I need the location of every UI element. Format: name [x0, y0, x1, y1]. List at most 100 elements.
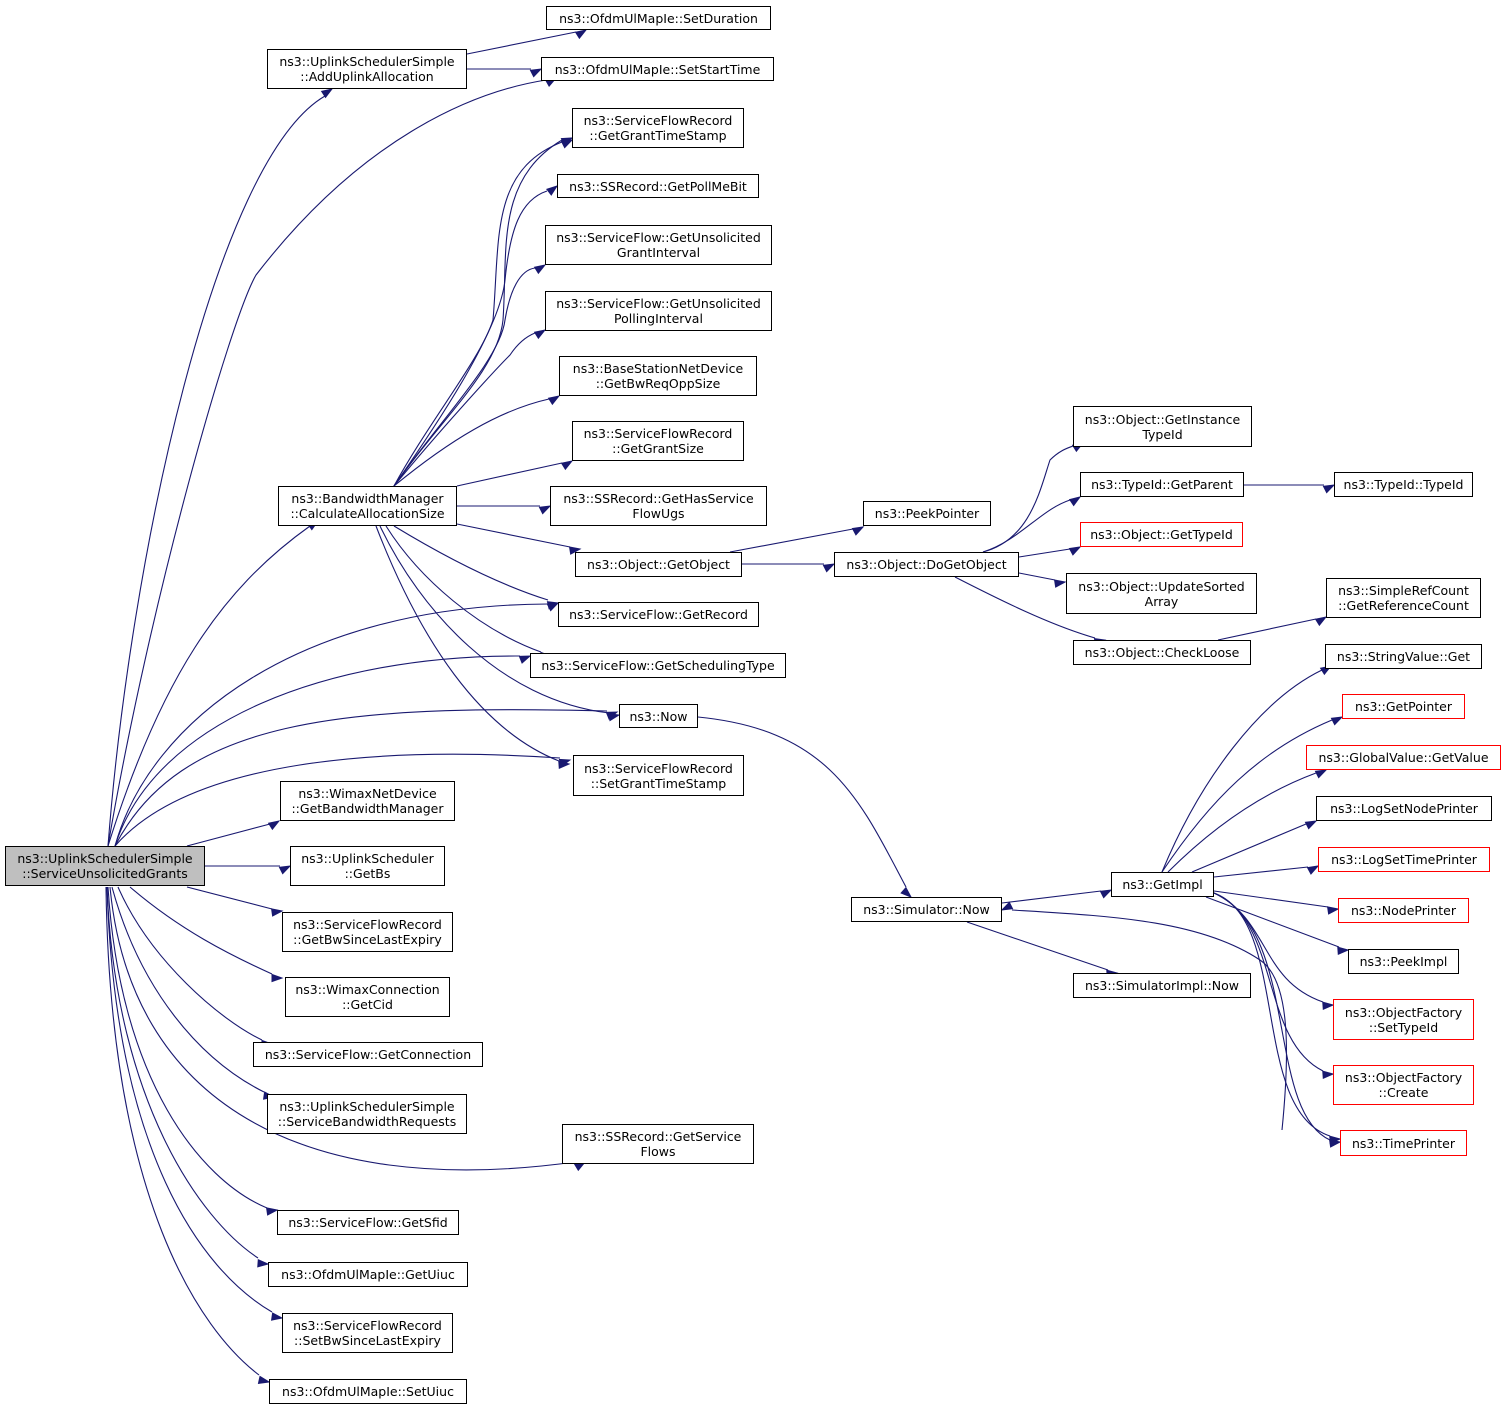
- call-edge: [114, 709, 608, 847]
- node-get-poll-me-bit[interactable]: ns3::SSRecord::GetPollMeBit: [557, 174, 759, 198]
- call-edge: [729, 528, 854, 553]
- node-object-factory-create[interactable]: ns3::ObjectFactory::Create: [1333, 1065, 1474, 1105]
- node-set-uiuc[interactable]: ns3::OfdmUlMapIe::SetUiuc: [269, 1379, 467, 1404]
- arrowhead: [1068, 496, 1082, 507]
- node-get-parent[interactable]: ns3::TypeId::GetParent: [1080, 472, 1244, 497]
- node-check-loose[interactable]: ns3::Object::CheckLoose: [1073, 640, 1251, 665]
- node-simulator-impl-now[interactable]: ns3::SimulatorImpl::Now: [1073, 973, 1251, 998]
- node-get-uiuc[interactable]: ns3::OfdmUlMapIe::GetUiuc: [268, 1262, 468, 1287]
- arrowhead: [560, 460, 574, 471]
- call-edge: [106, 886, 259, 1259]
- node-set-duration[interactable]: ns3::OfdmUlMapIe::SetDuration: [546, 6, 771, 30]
- node-service-bandwidth-requests[interactable]: ns3::UplinkSchedulerSimple::ServiceBandw…: [267, 1094, 467, 1134]
- call-edge: [375, 525, 560, 762]
- call-edge: [109, 886, 576, 1171]
- arrowhead: [533, 329, 547, 340]
- arrowhead: [1328, 1139, 1342, 1148]
- arrowhead: [1053, 579, 1067, 588]
- node-get-cid[interactable]: ns3::WimaxConnection::GetCid: [285, 977, 450, 1017]
- node-get-bandwidth-manager[interactable]: ns3::WimaxNetDevice::GetBandwidthManager: [280, 781, 455, 821]
- arrowhead: [546, 601, 560, 610]
- node-global-value-get-value[interactable]: ns3::GlobalValue::GetValue: [1306, 745, 1501, 770]
- node-simulator-now[interactable]: ns3::Simulator::Now: [851, 897, 1002, 922]
- node-get-bs[interactable]: ns3::UplinkScheduler::GetBs: [290, 846, 445, 886]
- node-now[interactable]: ns3::Now: [619, 704, 698, 728]
- arrowhead: [271, 973, 284, 983]
- arrowhead: [257, 1258, 270, 1268]
- node-object-factory-set-type-id[interactable]: ns3::ObjectFactory::SetTypeId: [1333, 999, 1474, 1040]
- node-set-grant-time-stamp[interactable]: ns3::ServiceFlowRecord::SetGrantTimeStam…: [573, 755, 744, 796]
- arrowhead: [1068, 546, 1082, 556]
- node-get-bw-since-last-expiry[interactable]: ns3::ServiceFlowRecord::GetBwSinceLastEx…: [282, 912, 453, 952]
- node-peek-impl[interactable]: ns3::PeekImpl: [1348, 949, 1459, 974]
- node-time-printer[interactable]: ns3::TimePrinter: [1340, 1130, 1467, 1156]
- arrowhead: [1322, 1001, 1335, 1011]
- arrowhead: [1000, 901, 1014, 911]
- arrowhead: [1337, 946, 1350, 956]
- call-edges: [105, 29, 1350, 1385]
- node-get-record[interactable]: ns3::ServiceFlow::GetRecord: [558, 602, 759, 627]
- node-get-scheduling-type[interactable]: ns3::ServiceFlow::GetSchedulingType: [530, 653, 786, 678]
- node-get-type-id[interactable]: ns3::Object::GetTypeId: [1080, 522, 1243, 547]
- node-peek-pointer[interactable]: ns3::PeekPointer: [863, 501, 991, 526]
- call-edge: [393, 398, 550, 487]
- arrowhead: [1304, 820, 1318, 830]
- arrowhead: [1330, 716, 1344, 726]
- call-edge: [1011, 909, 1288, 1131]
- call-edge: [186, 823, 271, 847]
- node-get-object[interactable]: ns3::Object::GetObject: [575, 552, 742, 577]
- node-get-impl[interactable]: ns3::GetImpl: [1111, 872, 1214, 897]
- node-string-value-get[interactable]: ns3::StringValue::Get: [1325, 644, 1482, 669]
- node-calculate-allocation-size[interactable]: ns3::BandwidthManager::CalculateAllocati…: [278, 486, 457, 526]
- arrowhead: [1099, 889, 1113, 899]
- node-get-reference-count[interactable]: ns3::SimpleRefCount::GetReferenceCount: [1326, 578, 1481, 618]
- arrowhead: [546, 185, 559, 196]
- call-edge: [111, 886, 265, 1093]
- arrowhead: [574, 29, 588, 40]
- call-edge: [114, 603, 549, 847]
- node-do-get-object[interactable]: ns3::Object::DoGetObject: [834, 552, 1019, 577]
- node-set-start-time[interactable]: ns3::OfdmUlMapIe::SetStartTime: [541, 57, 774, 81]
- node-get-bw-req-opp-size[interactable]: ns3::BaseStationNetDevice::GetBwReqOppSi…: [559, 356, 757, 396]
- arrowhead: [560, 137, 574, 147]
- call-edge: [393, 267, 536, 487]
- call-edge: [954, 576, 1096, 639]
- arrowhead: [320, 88, 334, 99]
- call-edge: [1205, 896, 1340, 948]
- node-add-uplink-allocation[interactable]: ns3::UplinkSchedulerSimple::AddUplinkAll…: [267, 49, 467, 89]
- node-get-pointer[interactable]: ns3::GetPointer: [1342, 694, 1465, 719]
- call-edge: [456, 462, 563, 487]
- call-edge: [982, 445, 1074, 553]
- arrowhead: [822, 563, 836, 573]
- node-set-bw-since-last-expiry[interactable]: ns3::ServiceFlowRecord::SetBwSinceLastEx…: [282, 1313, 453, 1353]
- arrowhead: [257, 1375, 271, 1385]
- node-get-connection[interactable]: ns3::ServiceFlow::GetConnection: [253, 1042, 483, 1067]
- node-log-set-node-printer[interactable]: ns3::LogSetNodePrinter: [1316, 796, 1492, 821]
- arrowhead: [270, 908, 284, 917]
- call-edge: [466, 31, 577, 55]
- node-type-id[interactable]: ns3::TypeId::TypeId: [1334, 472, 1473, 497]
- arrowhead: [270, 1312, 284, 1321]
- call-edge: [456, 523, 571, 548]
- call-edge: [186, 886, 273, 910]
- node-log-set-time-printer[interactable]: ns3::LogSetTimePrinter: [1318, 847, 1490, 872]
- arrowhead: [267, 820, 281, 831]
- call-edge: [393, 141, 563, 487]
- node-get-grant-size[interactable]: ns3::ServiceFlowRecord::GetGrantSize: [572, 421, 744, 461]
- node-get-grant-time-stamp[interactable]: ns3::ServiceFlowRecord::GetGrantTimeStam…: [572, 108, 744, 148]
- node-root-service-unsolicited-grants: ns3::UplinkSchedulerSimple::ServiceUnsol…: [5, 846, 205, 886]
- call-edge: [1217, 618, 1317, 641]
- arrowhead: [607, 712, 621, 722]
- call-edge: [393, 332, 536, 487]
- call-edge: [1161, 719, 1333, 873]
- node-node-printer[interactable]: ns3::NodePrinter: [1338, 898, 1469, 923]
- node-get-sfid[interactable]: ns3::ServiceFlow::GetSfid: [277, 1210, 459, 1235]
- call-edge: [393, 190, 548, 487]
- arrowhead: [265, 1207, 279, 1216]
